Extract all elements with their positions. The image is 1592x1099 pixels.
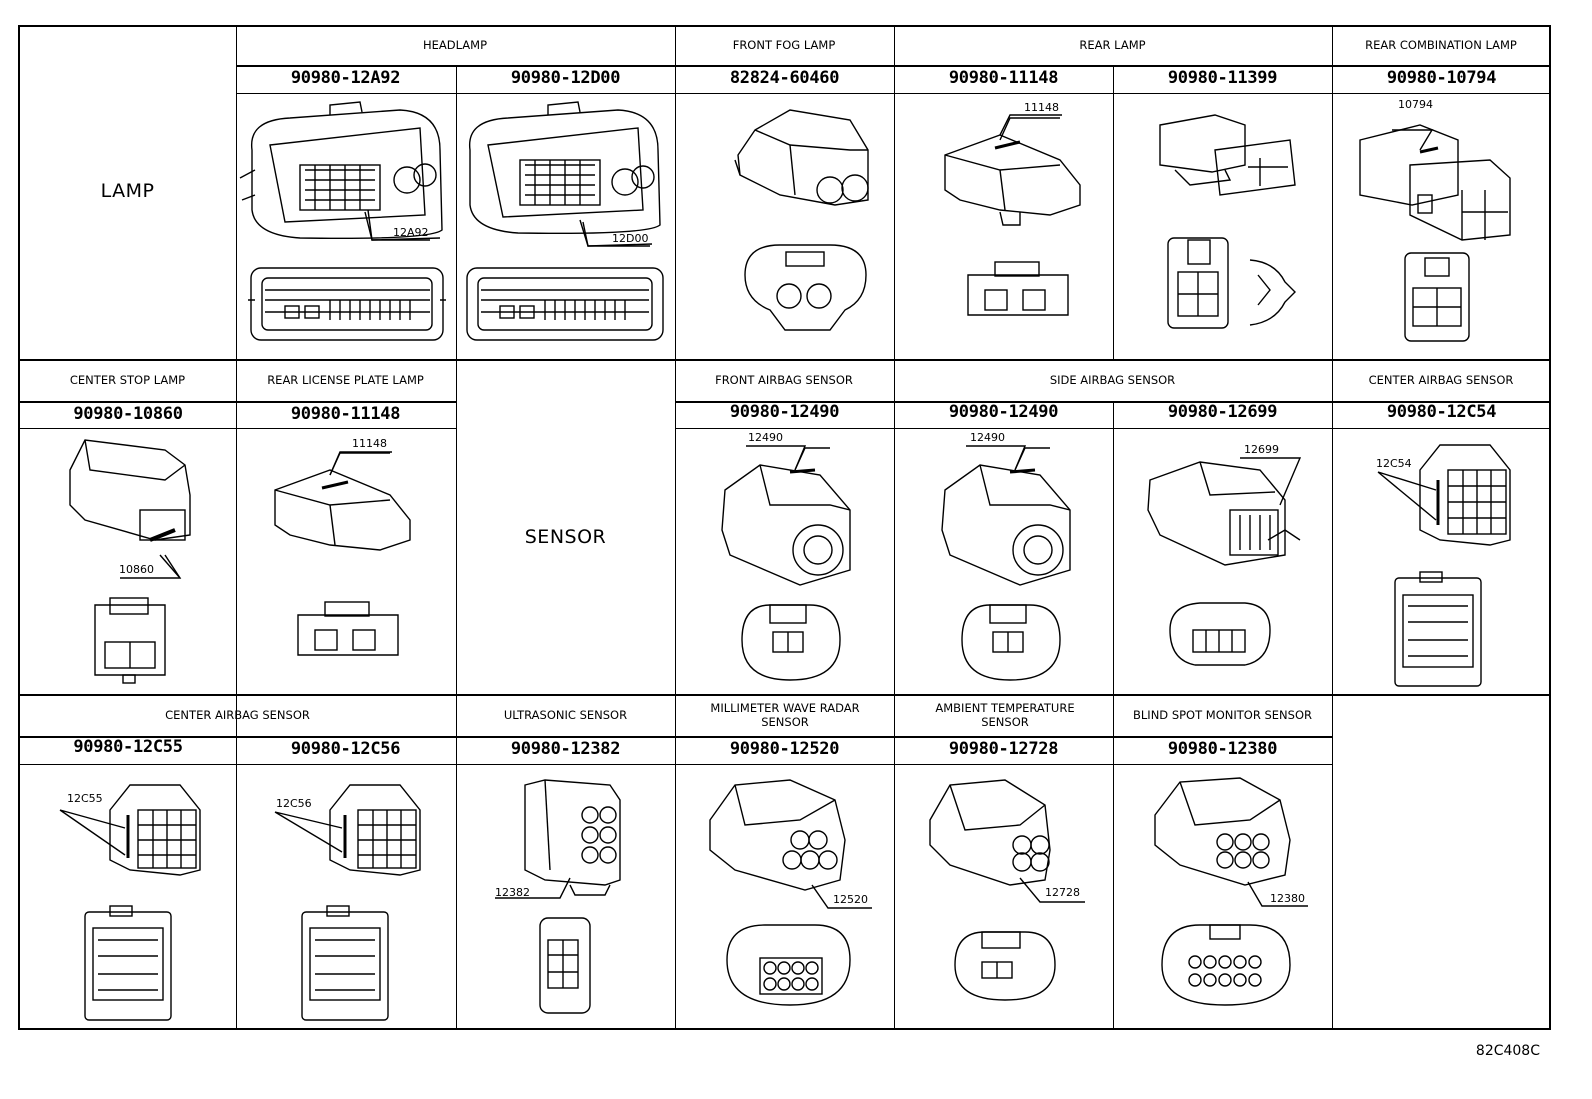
connector-12a92-drawing bbox=[239, 101, 446, 341]
part-number: 90980-12382 bbox=[510, 739, 621, 759]
group-front-airbag-sensor: FRONT AIRBAG SENSOR bbox=[715, 373, 853, 387]
connector-10860-drawing bbox=[69, 439, 191, 684]
callout-12c55: 12C55 bbox=[67, 792, 103, 805]
part-number: 90980-12490 bbox=[948, 402, 1059, 422]
callout-12d00: 12D00 bbox=[612, 232, 649, 245]
callout-11148-license: 11148 bbox=[352, 437, 387, 450]
connector-12c54-drawing bbox=[1394, 444, 1511, 687]
callout-10794: 10794 bbox=[1398, 98, 1433, 111]
group-side-airbag-sensor: SIDE AIRBAG SENSOR bbox=[1049, 373, 1176, 387]
part-number: 90980-12C55 bbox=[73, 737, 183, 757]
callout-12490-front: 12490 bbox=[748, 431, 783, 444]
connector-12520-drawing bbox=[709, 779, 851, 1006]
group-blind-spot-monitor-sensor: BLIND SPOT MONITOR SENSOR bbox=[1133, 708, 1312, 722]
connector-12699-drawing bbox=[1147, 461, 1301, 666]
callout-12490-side: 12490 bbox=[970, 431, 1005, 444]
group-front-fog-lamp: FRONT FOG LAMP bbox=[732, 38, 836, 52]
connector-12728-drawing bbox=[929, 779, 1056, 1001]
callout-12699: 12699 bbox=[1244, 443, 1279, 456]
group-ultrasonic-sensor: ULTRASONIC SENSOR bbox=[503, 708, 628, 722]
callout-12728: 12728 bbox=[1045, 886, 1080, 899]
part-number: 90980-12C56 bbox=[290, 739, 401, 759]
callout-12a92: 12A92 bbox=[393, 226, 429, 239]
part-number: 90980-12699 bbox=[1167, 402, 1278, 422]
part-number: 90980-12490 bbox=[729, 402, 840, 422]
group-ambient-temperature-sensor: AMBIENT TEMPERATURE SENSOR bbox=[935, 701, 1075, 729]
part-number: 90980-12728 bbox=[948, 739, 1059, 759]
connector-12380-drawing bbox=[1154, 777, 1291, 1006]
connector-12382-drawing bbox=[524, 779, 621, 1014]
group-center-stop-lamp: CENTER STOP LAMP bbox=[69, 373, 186, 387]
part-number: 90980-12380 bbox=[1167, 739, 1278, 759]
group-rear-lamp: REAR LAMP bbox=[1079, 38, 1146, 52]
part-number: 90980-11148 bbox=[948, 68, 1059, 88]
group-center-airbag-sensor-2: CENTER AIRBAG SENSOR bbox=[165, 708, 310, 722]
connector-11148-drawing bbox=[944, 117, 1081, 316]
connector-11399-drawing bbox=[1159, 114, 1296, 329]
group-rear-combination-lamp: REAR COMBINATION LAMP bbox=[1365, 38, 1517, 52]
connector-12d00-drawing bbox=[466, 101, 664, 341]
sensor-section-label: SENSOR bbox=[524, 526, 607, 548]
part-number: 90980-12A92 bbox=[290, 68, 401, 88]
part-number: 82824-60460 bbox=[729, 68, 840, 88]
part-number: 90980-12C54 bbox=[1386, 402, 1497, 422]
callout-10860: 10860 bbox=[119, 563, 154, 576]
part-number: 90980-11148 bbox=[290, 404, 401, 424]
drawing-code: 82C408C bbox=[1475, 1043, 1540, 1059]
connector-12c55-drawing bbox=[84, 784, 201, 1021]
part-number: 90980-11399 bbox=[1167, 68, 1278, 88]
callout-12382: 12382 bbox=[495, 886, 530, 899]
callout-12520: 12520 bbox=[833, 893, 868, 906]
callout-12c56: 12C56 bbox=[276, 797, 312, 810]
part-number: 90980-12D00 bbox=[510, 68, 621, 88]
connector-12490-front-drawing bbox=[721, 447, 851, 681]
part-number: 90980-10860 bbox=[73, 404, 183, 424]
group-millimeter-wave-radar-sensor: MILLIMETER WAVE RADAR SENSOR bbox=[710, 701, 860, 729]
callout-12c54: 12C54 bbox=[1376, 457, 1412, 470]
group-center-airbag-sensor: CENTER AIRBAG SENSOR bbox=[1368, 373, 1514, 387]
connector-table bbox=[18, 25, 1551, 1030]
connector-front-fog-drawing bbox=[734, 109, 869, 331]
connector-12490-side-drawing bbox=[941, 447, 1071, 681]
callout-11148: 11148 bbox=[1024, 101, 1059, 114]
callout-12380: 12380 bbox=[1270, 892, 1305, 905]
group-headlamp: HEADLAMP bbox=[422, 38, 488, 52]
part-number: 90980-12520 bbox=[729, 739, 840, 759]
connector-11148-license-drawing bbox=[274, 452, 411, 656]
connector-10794-drawing bbox=[1359, 124, 1511, 342]
part-number: 90980-10794 bbox=[1386, 68, 1497, 88]
connector-12c56-drawing bbox=[301, 784, 421, 1021]
group-rear-license-plate-lamp: REAR LICENSE PLATE LAMP bbox=[267, 373, 424, 387]
lamp-section-label: LAMP bbox=[100, 180, 155, 202]
